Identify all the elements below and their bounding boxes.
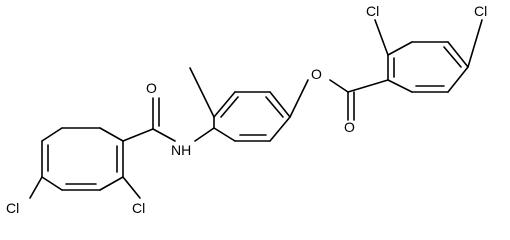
bond xyxy=(447,41,469,68)
atom-labels: Cl Cl O NH O O Cl Cl xyxy=(6,3,487,216)
atom-nh-amide: NH xyxy=(171,142,191,158)
bond xyxy=(374,19,389,56)
bond xyxy=(213,91,236,118)
bond xyxy=(41,176,63,191)
bond xyxy=(194,127,215,142)
atom-o-ester-carbonyl: O xyxy=(344,119,355,135)
bond xyxy=(99,176,124,191)
bond xyxy=(447,66,469,93)
bond xyxy=(41,127,63,142)
atom-o-ester-link: O xyxy=(311,66,322,82)
bond xyxy=(467,19,483,68)
bond xyxy=(122,176,141,199)
atom-cl-right-ortho: Cl xyxy=(366,3,379,19)
bond xyxy=(29,176,43,199)
molecule-drawing: Cl Cl O NH O O Cl Cl xyxy=(6,3,487,216)
bond xyxy=(289,79,309,118)
bond xyxy=(122,128,154,142)
bond xyxy=(269,91,291,118)
bond-double-inner xyxy=(220,96,239,118)
bond xyxy=(329,79,349,93)
atom-cl-left-bottom: Cl xyxy=(6,200,19,216)
bond-double-inner xyxy=(265,96,284,118)
bond xyxy=(347,79,389,93)
structure-canvas: Cl Cl O NH O O Cl Cl xyxy=(6,3,487,216)
atom-cl-right-para: Cl xyxy=(474,3,487,19)
atom-o-amide: O xyxy=(146,80,157,96)
atom-cl-left-side: Cl xyxy=(132,200,145,216)
bond xyxy=(99,127,124,142)
bond xyxy=(152,128,176,142)
bond xyxy=(213,127,236,142)
bond-double-inner xyxy=(443,46,462,68)
bond xyxy=(387,79,413,93)
bond xyxy=(387,41,413,56)
bond xyxy=(269,116,291,142)
bonds xyxy=(29,19,483,199)
bond xyxy=(189,67,215,118)
